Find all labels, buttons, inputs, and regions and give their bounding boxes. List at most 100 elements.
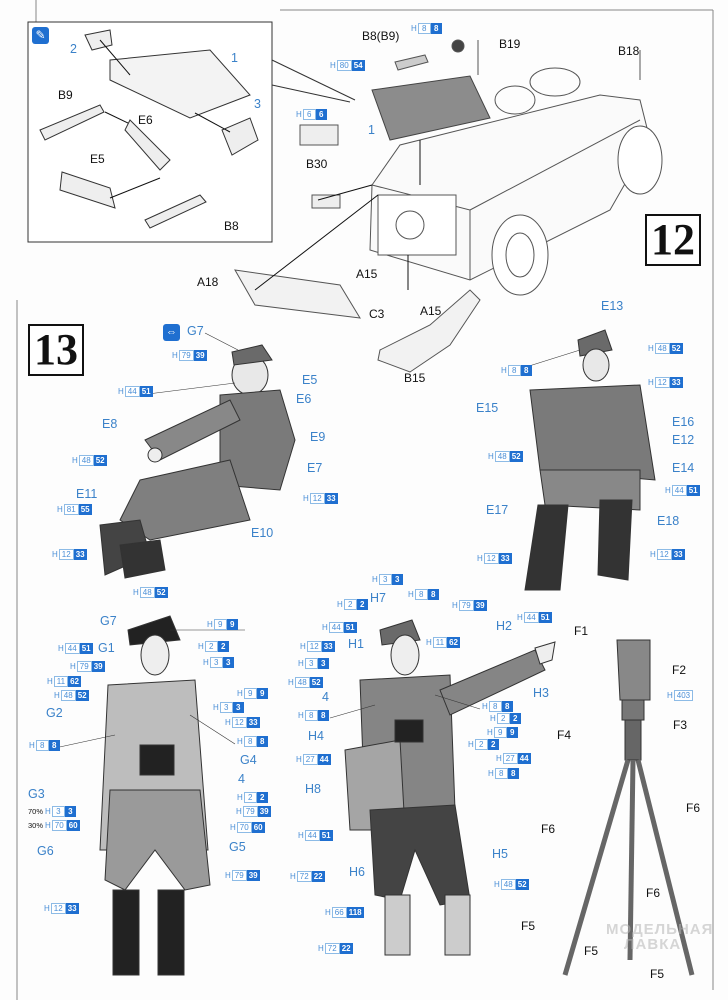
paint-code-secondary: 33	[669, 377, 683, 388]
part-label-inset: E5	[90, 152, 105, 166]
paint-code-primary: 79	[458, 600, 474, 611]
paint-brand-prefix: H	[225, 871, 231, 880]
pointing-soldier-figure	[344, 619, 556, 956]
part-label-pointer: H3	[533, 686, 549, 700]
paint-code-secondary: 62	[68, 676, 81, 687]
watermark-line1: МОДЕЛЬНАЯ	[606, 921, 714, 938]
paint-code-secondary: 51	[343, 622, 357, 633]
mix-percentage: 30%	[28, 821, 44, 830]
paint-code-primary: 72	[296, 871, 312, 882]
paint-brand-prefix: H	[172, 351, 178, 360]
paint-code-secondary: 51	[319, 830, 333, 841]
part-label-officer: G6	[37, 844, 54, 858]
paint-brand-prefix: H	[487, 728, 493, 737]
paint-code-primary: 44	[64, 643, 80, 654]
paint-brand-prefix: H	[482, 702, 488, 711]
part-label-step12: B8(B9)	[362, 29, 400, 43]
part-label-driver: E11	[76, 487, 98, 501]
paint-brand-prefix: H	[501, 366, 507, 375]
paint-code-secondary: 8	[256, 736, 268, 747]
paint-brand-prefix: H	[477, 554, 483, 563]
paint-code-primary: 48	[60, 690, 76, 701]
part-label-officer: G4	[240, 753, 257, 767]
paint-brand-prefix: H	[236, 807, 242, 816]
part-label-tripod: F5	[521, 919, 536, 933]
paint-code-primary: 44	[124, 386, 140, 397]
paint-code-secondary: 55	[78, 504, 92, 515]
paint-brand-prefix: H	[488, 452, 494, 461]
paint-code-secondary: 51	[538, 612, 552, 623]
seated-driver-figure	[99, 344, 296, 579]
part-label-pointer: H4	[308, 729, 324, 743]
paint-code-secondary: 2	[487, 739, 499, 750]
part-label-step12: B19	[499, 37, 521, 51]
paint-code-secondary: 9	[226, 619, 238, 630]
paint-brand-prefix: H	[325, 908, 331, 917]
paint-code-primary: 44	[523, 612, 539, 623]
paint-code-secondary: 44	[317, 754, 331, 765]
paint-code-primary: 48	[494, 451, 510, 462]
paint-brand-prefix: H	[303, 494, 309, 503]
paint-code-primary: 12	[306, 641, 322, 652]
paint-code-primary: 48	[500, 879, 516, 890]
paint-code-secondary: 39	[473, 600, 487, 611]
paint-brand-prefix: H	[494, 880, 500, 889]
part-label-passenger: E16	[672, 415, 695, 429]
paint-code-secondary: 33	[73, 549, 87, 560]
paint-brand-prefix: H	[203, 658, 209, 667]
paint-code-primary: 6	[302, 109, 316, 120]
paint-code-primary: 66	[331, 907, 347, 918]
part-label-passenger: E14	[672, 461, 695, 475]
part-label-step12: B15	[404, 371, 426, 385]
part-label-driver: E9	[310, 430, 326, 444]
seated-passenger-figure	[524, 329, 656, 591]
part-label-driver: E6	[296, 392, 312, 406]
part-label-tripod: F6	[646, 886, 661, 900]
paint-brand-prefix: H	[322, 623, 328, 632]
paint-brand-prefix: H	[52, 550, 58, 559]
paint-code-secondary: 39	[91, 661, 105, 672]
paint-code-secondary: 33	[65, 903, 79, 914]
part-label-tripod: F5	[584, 944, 599, 958]
part-label-inset: B8	[224, 219, 239, 233]
paint-code-secondary: 39	[193, 350, 207, 361]
paint-brand-prefix: H	[452, 601, 458, 610]
paint-code-secondary: 52	[154, 587, 168, 598]
paint-brand-prefix: H	[58, 644, 64, 653]
paint-code-primary: 44	[304, 830, 320, 841]
paint-brand-prefix: H	[133, 588, 139, 597]
paint-brand-prefix: H	[667, 691, 673, 700]
paint-code-secondary: 39	[257, 806, 271, 817]
part-label-step12: B18	[618, 44, 640, 58]
paint-brand-prefix: H	[337, 600, 343, 609]
paint-code-primary: 48	[294, 677, 310, 688]
paint-code-primary: 80	[336, 60, 352, 71]
part-label-step12: B30	[306, 157, 328, 171]
step-12-number: 12	[645, 214, 701, 266]
paint-brand-prefix: H	[213, 703, 219, 712]
paint-code-primary: 81	[63, 504, 79, 515]
paint-code-primary: 12	[58, 549, 74, 560]
